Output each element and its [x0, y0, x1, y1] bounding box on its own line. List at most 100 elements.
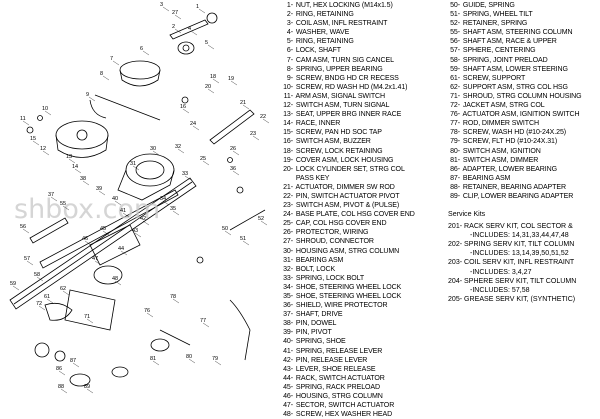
part-number: 21-: [283, 183, 293, 191]
parts-list-item: 7- CAM ASM, TURN SIG CANCEL: [281, 56, 415, 65]
part-number: 57-: [450, 47, 460, 55]
part-number: 72-: [450, 102, 460, 110]
callout-leader-line: [22, 120, 30, 126]
service-kits-title: Service Kits: [448, 211, 486, 218]
part-number: 71-: [450, 92, 460, 100]
part-label: SHAFT ASM, LOWER STEERING: [461, 65, 568, 73]
part-number: 24-: [283, 211, 293, 219]
callout-leader-line: [114, 200, 122, 206]
parts-list-item: 59- SHAFT ASM, LOWER STEERING: [448, 65, 582, 74]
parts-list-item: 77- ROD, DIMMER SWITCH: [448, 119, 582, 128]
callout-22: 22: [260, 114, 266, 120]
callout-20: 20: [205, 84, 211, 90]
callout-leader-line: [122, 212, 130, 218]
callout-34: 34: [160, 196, 166, 202]
parts-list-item: 30- HOUSING ASM, STRG COLUMN: [281, 247, 415, 256]
callout-leader-line: [68, 158, 76, 164]
part-label: ROD, DIMMER SWITCH: [461, 120, 539, 128]
part-label: BEARING ASM: [461, 174, 511, 182]
callout-88: 88: [58, 384, 64, 390]
callout-40: 40: [112, 196, 118, 202]
part-number: 59-: [450, 65, 460, 73]
callout-15: 15: [30, 136, 36, 142]
service-kit-includes: -INCLUDES: 3,4,27: [470, 268, 532, 276]
callout-leader-line: [242, 240, 250, 246]
callout-43: 43: [132, 228, 138, 234]
part-number: 51-: [450, 11, 460, 19]
part-label: ARM ASM, SIGNAL SWITCH: [294, 92, 386, 100]
service-kits-list: 201- RACK SERV KIT, COL SECTOR &-INCLUDE…: [448, 222, 576, 304]
callout-leader-line: [114, 280, 122, 286]
part-number: 9-: [286, 74, 293, 82]
callout-leader-line: [162, 200, 170, 206]
callout-76: 76: [144, 308, 150, 314]
part-label: SCREW, WASH HD (#10-24X.25): [461, 129, 567, 137]
callout-5: 5: [205, 40, 208, 46]
callout-35: 35: [170, 206, 176, 212]
callout-33: 33: [182, 171, 188, 177]
callout-52: 52: [258, 216, 264, 222]
callout-leader-line: [214, 360, 222, 366]
part-label: PIN, PIVOT: [294, 329, 332, 337]
part-number: 38-: [283, 320, 293, 328]
part-number: 26-: [283, 229, 293, 237]
part-label: SCREW, FLT HD (#10-24X.31): [461, 138, 558, 146]
parts-list-item: 31- BEARING ASM: [281, 256, 415, 265]
part-number: 22-: [283, 192, 293, 200]
part-number: 30-: [283, 247, 293, 255]
callout-27: 27: [172, 10, 178, 16]
part-number: 81-: [450, 156, 460, 164]
callout-leader-line: [74, 168, 82, 174]
callout-leader-line: [86, 388, 94, 394]
part-label: SCREW, PAN HD SOC TAP: [294, 129, 382, 137]
parts-list-column-1: 1- NUT, HEX LOCKING (M14x1.5)2- RING, RE…: [281, 1, 415, 419]
callout-47: 47: [92, 256, 98, 262]
part-number: 7-: [286, 56, 293, 64]
parts-list-item: 24- BASE PLATE, COL HSG COVER END: [281, 210, 415, 219]
part-label: BEARING ASM: [294, 256, 344, 264]
callout-58: 58: [34, 272, 40, 278]
callout-8: 8: [100, 71, 103, 77]
callout-leader-line: [120, 250, 128, 256]
callout-61: 61: [44, 294, 50, 300]
callout-50: 50: [222, 226, 228, 232]
part-label: JACKET ASM, STRG COL: [461, 102, 545, 110]
parts-list-item: 86- ADAPTER, LOWER BEARING: [448, 165, 582, 174]
part-label: CAP, COL HSG COVER END: [294, 220, 387, 228]
part-label: SHROUD, CONNECTOR: [294, 238, 374, 246]
part-label: RETAINER, SPRING: [461, 20, 528, 28]
callout-leader-line: [182, 108, 190, 114]
callout-12: 12: [40, 146, 46, 152]
callout-41: 41: [120, 208, 126, 214]
callout-leader-line: [172, 298, 180, 304]
callout-48: 48: [112, 276, 118, 282]
part-label: SHAFT ASM, RACE & UPPER: [461, 38, 557, 46]
part-number: 25-: [283, 220, 293, 228]
parts-list-item: 89- CLIP, LOWER BEARING ADAPTER: [448, 192, 582, 201]
callout-leader-line: [230, 80, 238, 86]
part-label: SWITCH ASM, BUZZER: [294, 138, 371, 146]
part-number: 20-: [283, 165, 293, 173]
part-number: 44-: [283, 374, 293, 382]
callout-leader-line: [36, 276, 44, 282]
parts-list-item: 56- SHAFT ASM, RACE & UPPER: [448, 37, 582, 46]
parts-list-item: 33- SPRING, LOCK BOLT: [281, 274, 415, 283]
callout-78: 78: [170, 294, 176, 300]
part-label: SHIELD, WIRE PROTECTOR: [294, 302, 388, 310]
part-label: ACTUATOR, DIMMER SW ROD: [294, 183, 395, 191]
part-number: 86-: [450, 165, 460, 173]
callout-1: 1: [196, 4, 199, 10]
part-label: BASE PLATE, COL HSG COVER END: [294, 211, 415, 219]
callout-3: 3: [160, 2, 163, 8]
callout-leader-line: [58, 370, 66, 376]
part-number: 31-: [283, 256, 293, 264]
parts-list-item: 26- PROTECTOR, WIRING: [281, 228, 415, 237]
callout-80: 80: [186, 354, 192, 360]
callout-leader-line: [172, 210, 180, 216]
callout-leader-line: [162, 6, 170, 12]
callout-leader-line: [198, 8, 206, 14]
part-label: SUPPORT ASM, STRG COL HSG: [461, 83, 568, 91]
callout-19: 19: [228, 76, 234, 82]
callout-leader-line: [38, 305, 46, 311]
